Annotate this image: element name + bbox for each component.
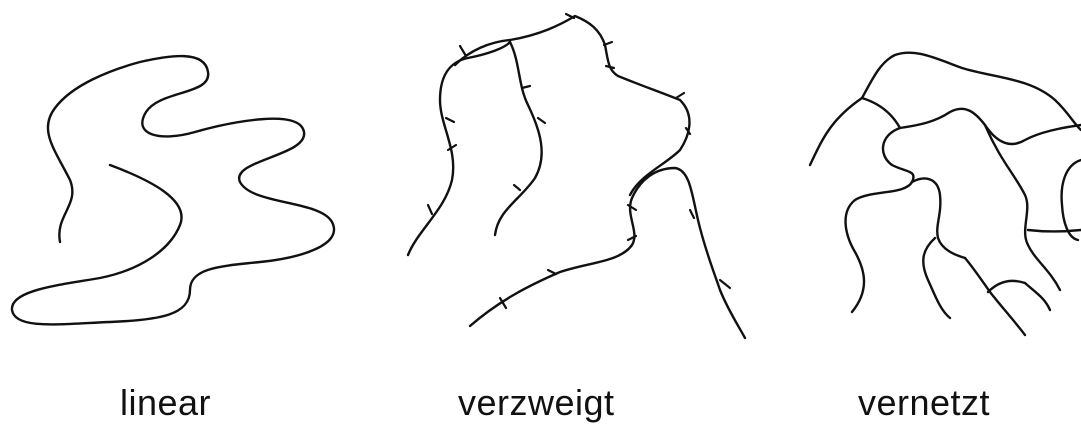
crosslinked-outer-top [810,53,1081,165]
branched-polymer-panel [408,14,745,338]
crosslinked-polymer-panel [810,53,1081,335]
branched-polymer-lower-chain [470,168,745,338]
crosslinked-crosslink-2 [1028,230,1081,232]
branched-polymer-top-chain [455,16,689,195]
crosslinked-label: vernetzt [858,382,990,424]
branched-polymer-left-chain [408,42,510,255]
crosslinked-crosslink-1 [988,281,1025,292]
linear-label: linear [120,382,211,424]
crosslinked-right-loop [1062,160,1081,240]
linear-polymer-panel [12,56,334,324]
branched-label: verzweigt [458,382,615,424]
crosslinked-right-column [985,125,1060,290]
linear-polymer-chain [12,56,334,324]
crosslinked-middle [912,178,965,258]
crosslinked-inner-loop [846,98,914,312]
branched-polymer-middle-chain [495,42,542,235]
crosslinked-lower-right [965,258,1025,335]
crosslinked-crosslink-3 [1025,283,1050,310]
